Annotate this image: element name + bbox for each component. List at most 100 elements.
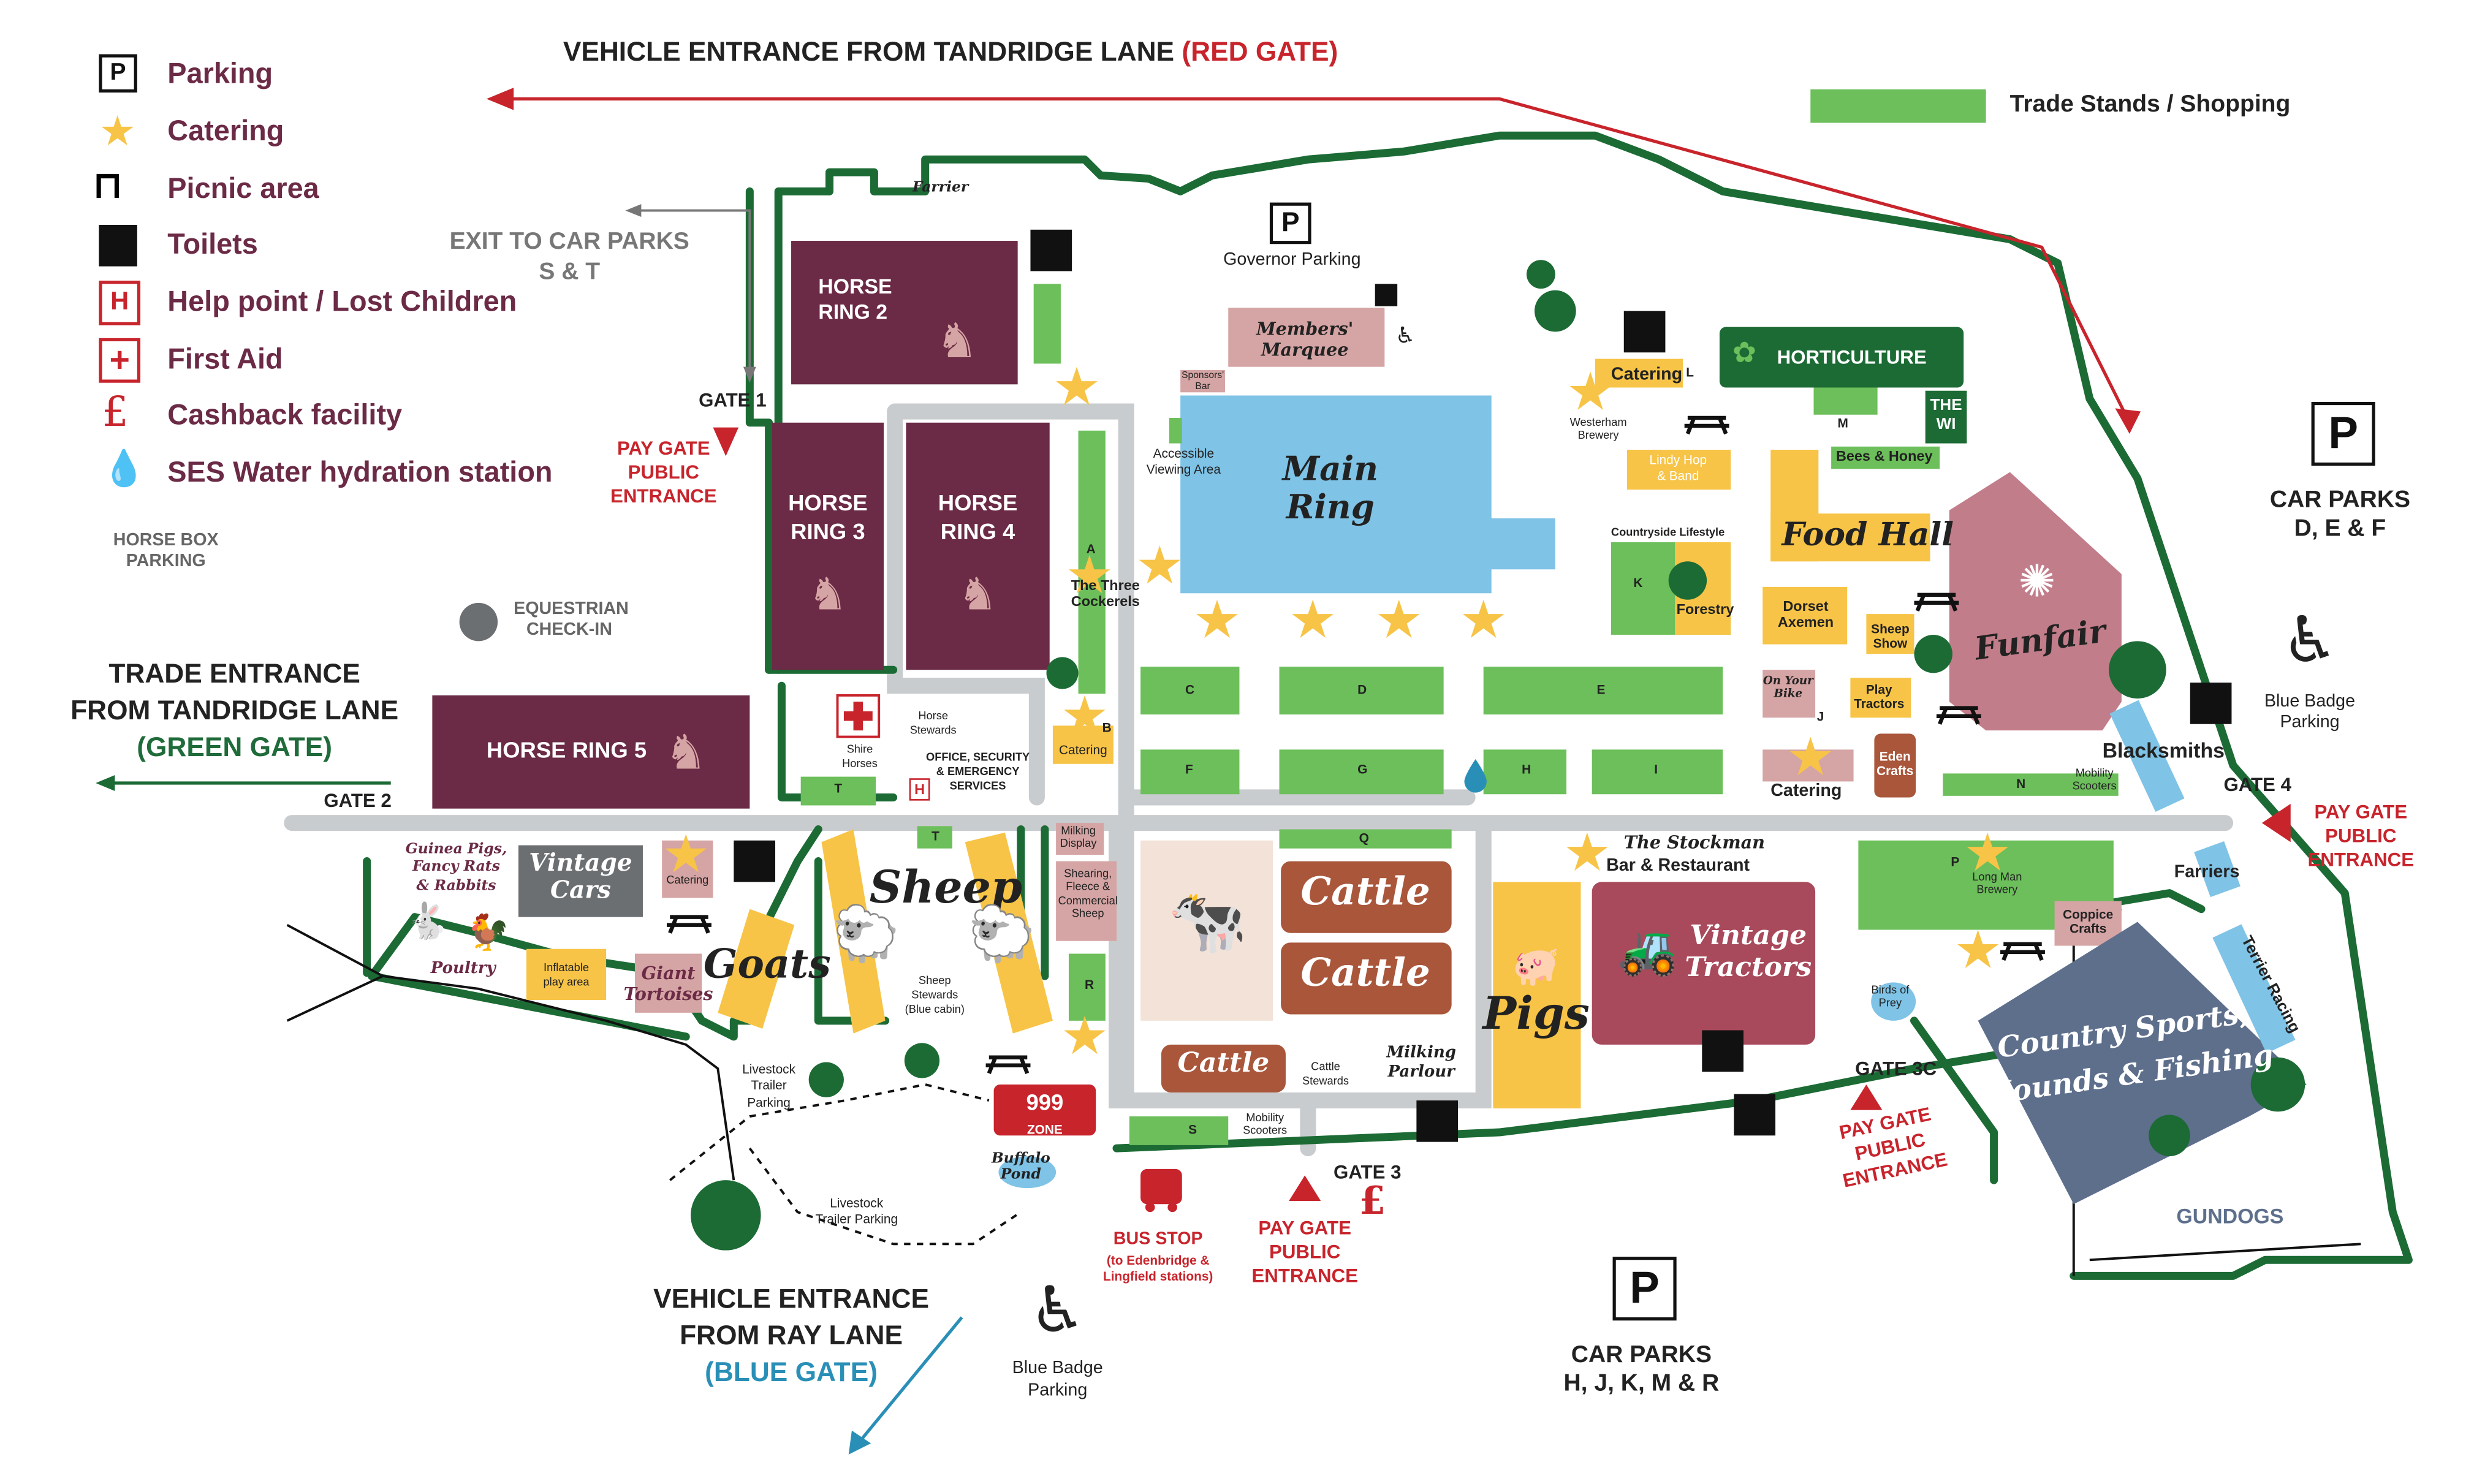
horse-rings	[432, 241, 1050, 809]
trade-entrance-2: FROM TANDRIDGE LANE	[70, 695, 399, 726]
toilet-icons	[734, 229, 2232, 1142]
stand-e-label: E	[1596, 683, 1606, 697]
ray-lane-1: VEHICLE ENTRANCE	[653, 1284, 930, 1314]
equestrian-2: CHECK-IN	[526, 620, 612, 640]
vintage-cars-box	[518, 845, 643, 917]
stand-k-label: K	[1633, 575, 1643, 591]
bees-honey-label: Bees & Honey	[1835, 448, 1933, 464]
horse-icon-ring4: ♞	[957, 569, 998, 619]
water-drop-icon: 💧	[102, 448, 146, 488]
farriers-label: Farriers	[2174, 863, 2240, 882]
zone-999-box	[993, 1084, 1096, 1136]
gate-1-label: GATE 1	[699, 389, 767, 412]
gate-3c-label: GATE 3C	[1855, 1057, 1937, 1080]
gate-2-label: GATE 2	[324, 789, 392, 812]
horse-icon-ring5: ♞	[664, 727, 708, 780]
bus-icon	[1140, 1168, 1182, 1213]
car-parks-hjk-1: CAR PARKS	[1571, 1341, 1712, 1369]
terrier-racing-strip	[2212, 924, 2296, 1054]
horse-jump-icon: ♞	[935, 316, 979, 369]
legend-water: SES Water hydration station	[167, 456, 553, 488]
red-gate-heading: VEHICLE ENTRANCE FROM TANDRIDGE LANE (RE…	[563, 36, 1338, 67]
bus-stop-label: BUS STOP	[1113, 1229, 1203, 1249]
road-ring4-east	[887, 403, 1134, 1109]
catering-vintage-label: Catering	[666, 875, 709, 887]
cow-icon: 🐄	[1167, 887, 1248, 957]
cashback-map-icon: £	[1359, 1176, 1386, 1224]
trade-stands	[800, 89, 2119, 1145]
stand-r-label: R	[1084, 977, 1095, 993]
rabbit-icon: 🐇	[405, 901, 450, 941]
ferris-wheel-icon: ✺	[2018, 556, 2056, 607]
stand-t2-label: T	[932, 829, 939, 844]
catering-star-icon: ★	[99, 107, 137, 155]
stand-p-label: P	[1951, 855, 1960, 869]
horticulture-box	[1719, 327, 1964, 388]
cattle-label-1: Cattle	[1300, 867, 1430, 914]
car-parks-def-2: D, E & F	[2294, 515, 2386, 542]
blue-badge-south-1: Blue Badge	[1012, 1358, 1103, 1378]
stand-g-label: G	[1357, 762, 1368, 777]
road-ring4-west	[887, 403, 1045, 806]
blue-gate-arrow	[857, 1316, 963, 1445]
flower-icon: ✿	[1732, 336, 1757, 369]
main-ring-shape	[1180, 395, 1555, 594]
the-wi-box	[1925, 390, 1967, 444]
stand-f-label: F	[1185, 762, 1193, 777]
horse-icon-ring3: ♞	[808, 569, 848, 619]
catering-westerham-label: Catering	[1611, 365, 1683, 385]
stockman-label-2: Bar & Restaurant	[1606, 856, 1750, 876]
legend-catering: Catering	[167, 115, 284, 147]
help-point-map-icon: H	[909, 778, 930, 801]
red-gate-arrow	[502, 97, 2131, 423]
gate-3-label: GATE 3	[1334, 1160, 1402, 1184]
pigs-label: Pigs	[1482, 987, 1590, 1040]
trade-entrance-3: (GREEN GATE)	[137, 732, 333, 763]
horse-box-parking-2: PARKING	[126, 551, 206, 571]
pay-gate-markers	[713, 427, 2291, 1201]
legend-toilets: Toilets	[167, 228, 258, 260]
catering-ring4-label: Catering	[1059, 743, 1107, 758]
legend-parking: Parking	[167, 57, 273, 89]
stand-b-label: B	[1102, 721, 1112, 735]
wheelchair-icon-marquee: ♿	[1395, 322, 1416, 348]
countryside-label: Countryside Lifestyle	[1611, 528, 1725, 539]
stand-t-label: T	[834, 781, 843, 796]
toilets-icon	[99, 225, 137, 267]
country-sports-box	[1978, 922, 2307, 1205]
sheep-label: Sheep	[869, 861, 1022, 914]
trees	[691, 260, 2305, 1251]
pig-icon: 🐖	[1512, 945, 1560, 989]
poultry-label: Poultry	[430, 960, 496, 978]
parking-hjk-icon: P	[1612, 1257, 1677, 1321]
ray-lane-2: FROM RAY LANE	[680, 1320, 903, 1351]
water-drop-icon-map	[1464, 759, 1487, 793]
help-point-icon: H	[99, 281, 141, 325]
goats-label: Goats	[703, 941, 831, 988]
gate-4-label: GATE 4	[2223, 773, 2291, 796]
pink-boxes	[634, 308, 2122, 1021]
governor-parking-icon: P	[1269, 202, 1311, 244]
blacksmiths-label: Blacksmiths	[2102, 738, 2225, 763]
members-marquee-label: Members'Marquee	[1256, 319, 1354, 360]
legend-cashback: Cashback facility	[167, 398, 403, 431]
picnic-table-icon: ⊓	[92, 164, 123, 208]
